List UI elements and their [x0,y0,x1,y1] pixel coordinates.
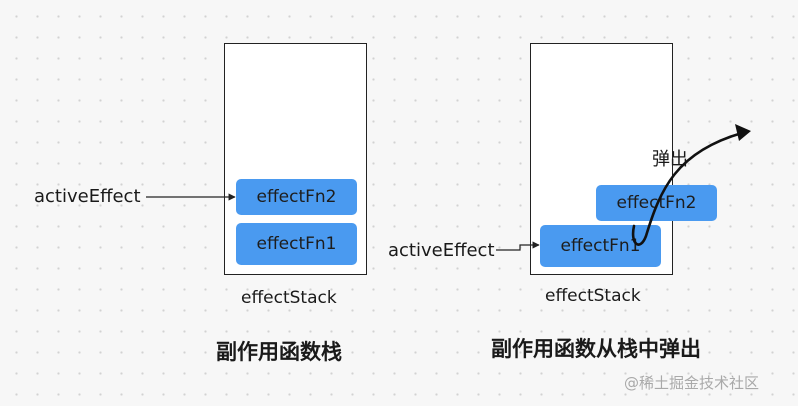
effect-fn1-block: effectFn1 [236,223,357,265]
active-effect-label-right: activeEffect [388,240,495,261]
pop-label: 弹出 [652,149,688,170]
caption-right: 副作用函数从栈中弹出 [491,337,701,361]
effect-fn1-block-right: effectFn1 [540,225,661,267]
effect-stack-label-right: effectStack [545,286,641,306]
pop-arrowhead-icon [735,124,751,141]
popped-effect-fn2-block: effectFn2 [596,185,717,221]
active-effect-label-left: activeEffect [34,186,141,207]
watermark: @稀土掘金技术社区 [624,374,760,392]
caption-left: 副作用函数栈 [216,340,342,364]
effect-fn2-block: effectFn2 [236,179,357,215]
effect-stack-label-left: effectStack [241,288,337,308]
